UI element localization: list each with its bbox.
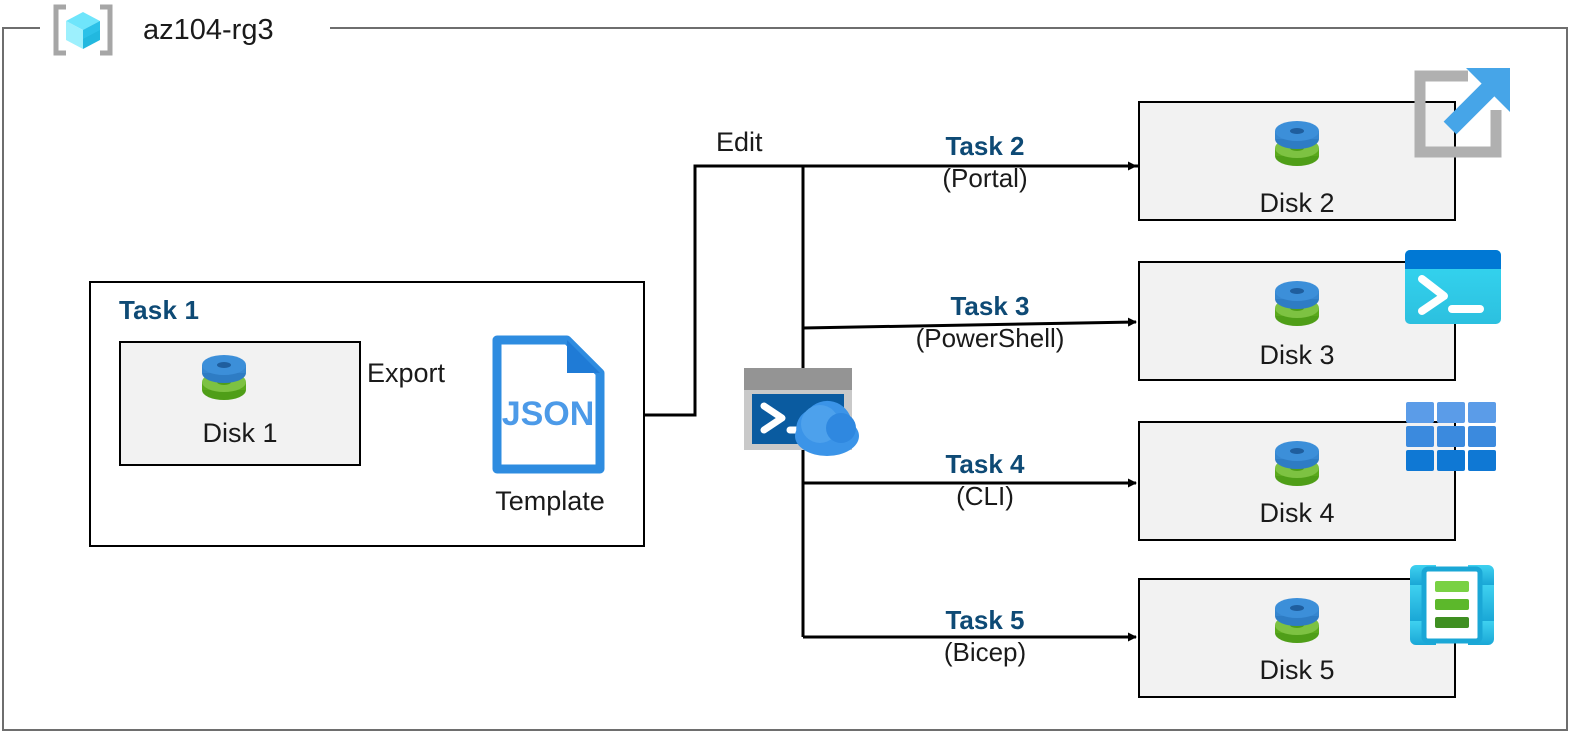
task4-arrow-label: Task 4 (CLI) [835, 449, 1135, 513]
managed-disk-icon [1269, 278, 1325, 336]
task5-name: Task 5 [945, 605, 1025, 635]
task2-arrow-label: Task 2 (Portal) [835, 131, 1135, 195]
task3-name: Task 3 [950, 291, 1030, 321]
disk4-caption: Disk 4 [1259, 498, 1335, 528]
export-label: Export [367, 358, 446, 388]
svg-text:JSON: JSON [502, 395, 595, 433]
azure-resource-group-cube-icon [50, 4, 116, 56]
azure-cli-grid-icon [1405, 401, 1497, 473]
managed-disk-icon [1269, 438, 1325, 496]
template-caption: Template [495, 486, 605, 516]
resource-group-name: az104-rg3 [143, 14, 274, 46]
resource-group-frame [2, 27, 1568, 731]
task4-name: Task 4 [945, 449, 1025, 479]
managed-disk-icon [1269, 118, 1325, 176]
disk2-caption: Disk 2 [1259, 188, 1335, 218]
task4-method: (CLI) [956, 481, 1014, 511]
disk1-caption: Disk 1 [202, 418, 278, 448]
task3-arrow-label: Task 3 (PowerShell) [840, 291, 1140, 355]
powershell-icon [1404, 249, 1502, 325]
task1-label: Task 1 [119, 295, 200, 325]
azure-portal-icon [1406, 62, 1516, 166]
managed-disk-icon [196, 352, 252, 410]
bicep-file-icon [1404, 559, 1500, 651]
task3-method: (PowerShell) [915, 323, 1065, 353]
edit-label: Edit [716, 127, 763, 157]
disk5-caption: Disk 5 [1259, 655, 1335, 685]
cloud-shell-icon [742, 366, 867, 456]
task2-method: (Portal) [942, 163, 1028, 193]
task2-name: Task 2 [945, 131, 1025, 161]
task5-arrow-label: Task 5 (Bicep) [835, 605, 1135, 669]
json-document-icon: JSON [490, 333, 607, 476]
disk3-caption: Disk 3 [1259, 340, 1335, 370]
managed-disk-icon [1269, 595, 1325, 653]
task5-method: (Bicep) [943, 637, 1027, 667]
